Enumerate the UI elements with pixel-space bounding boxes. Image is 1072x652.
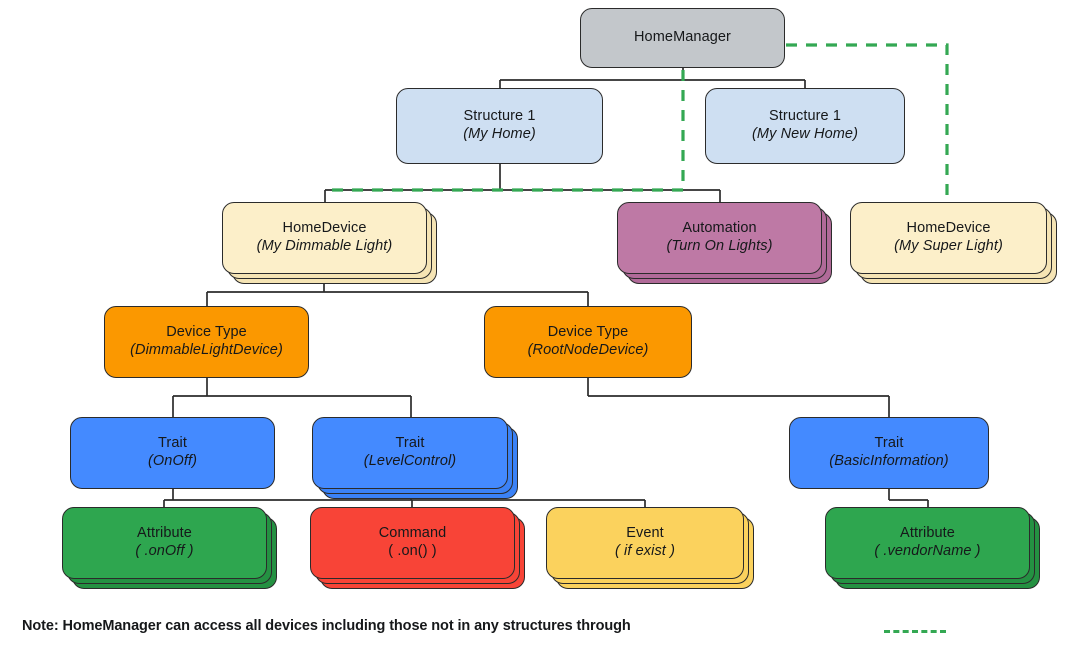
structure-my-home-node[interactable]: Structure 1(My Home) bbox=[396, 88, 603, 164]
trait-basicinformation-node-secondary-label: (BasicInformation) bbox=[829, 453, 949, 469]
command-on-node-secondary-label: ( .on() ) bbox=[388, 543, 437, 559]
attribute-vendorname-node-secondary-label: ( .vendorName ) bbox=[874, 543, 981, 559]
structure-my-new-home-node-secondary-label: (My New Home) bbox=[751, 126, 859, 142]
attribute-vendorname-node[interactable]: Attribute( .vendorName ) bbox=[825, 507, 1030, 579]
home-manager-node-primary-label: HomeManager bbox=[633, 29, 731, 46]
trait-levelcontrol-node[interactable]: Trait(LevelControl) bbox=[312, 417, 508, 489]
structure-my-home-node-secondary-label: (My Home) bbox=[463, 126, 536, 142]
trait-onoff-node-secondary-label: (OnOff) bbox=[147, 453, 198, 469]
event-if-exist-node-primary-label: Event bbox=[626, 525, 664, 542]
trait-onoff-node-primary-label: Trait bbox=[158, 435, 187, 452]
home-device-super-light-node-primary-label: HomeDevice bbox=[906, 220, 991, 237]
device-type-dimmable-light-device-node-primary-label: Device Type bbox=[166, 324, 247, 341]
trait-onoff-node[interactable]: Trait(OnOff) bbox=[70, 417, 275, 489]
dashed-access-path-right bbox=[786, 43, 949, 200]
device-type-root-node-device-node-primary-label: Device Type bbox=[547, 324, 629, 341]
structure-my-home-node-primary-label: Structure 1 bbox=[463, 108, 536, 125]
device-type-dimmable-light-device-node[interactable]: Device Type(DimmableLightDevice) bbox=[104, 306, 309, 378]
attribute-onoff-node-primary-label: Attribute bbox=[137, 525, 192, 542]
command-on-node[interactable]: Command( .on() ) bbox=[310, 507, 515, 579]
trait-levelcontrol-node-secondary-label: (LevelControl) bbox=[363, 453, 457, 469]
attribute-vendorname-node-primary-label: Attribute bbox=[900, 525, 955, 542]
structure-my-new-home-node[interactable]: Structure 1(My New Home) bbox=[705, 88, 905, 164]
device-type-root-node-device-node-secondary-label: (RootNodeDevice) bbox=[527, 342, 649, 358]
command-on-node-primary-label: Command bbox=[378, 525, 447, 542]
footer-note: Note: HomeManager can access all devices… bbox=[22, 618, 631, 634]
trait-levelcontrol-node-primary-label: Trait bbox=[395, 435, 425, 452]
home-manager-node[interactable]: HomeManager bbox=[580, 8, 785, 68]
trait-basicinformation-node[interactable]: Trait(BasicInformation) bbox=[789, 417, 989, 489]
event-if-exist-node-secondary-label: ( if exist ) bbox=[614, 543, 675, 559]
attribute-onoff-node-secondary-label: ( .onOff ) bbox=[135, 543, 194, 559]
home-device-super-light-node[interactable]: HomeDevice(My Super Light) bbox=[850, 202, 1047, 274]
home-device-super-light-node-secondary-label: (My Super Light) bbox=[894, 238, 1003, 254]
structure-my-new-home-node-primary-label: Structure 1 bbox=[768, 108, 842, 125]
device-type-dimmable-light-device-node-secondary-label: (DimmableLightDevice) bbox=[130, 342, 283, 358]
home-device-dimmable-light-node[interactable]: HomeDevice(My Dimmable Light) bbox=[222, 202, 427, 274]
footer-legend-dash-icon bbox=[884, 630, 946, 633]
dashed-access-path-left bbox=[325, 30, 685, 192]
home-device-dimmable-light-node-secondary-label: (My Dimmable Light) bbox=[256, 238, 393, 254]
automation-node[interactable]: Automation(Turn On Lights) bbox=[617, 202, 822, 274]
event-if-exist-node[interactable]: Event( if exist ) bbox=[546, 507, 744, 579]
device-type-root-node-device-node[interactable]: Device Type(RootNodeDevice) bbox=[484, 306, 692, 378]
automation-node-primary-label: Automation bbox=[682, 220, 757, 237]
automation-node-secondary-label: (Turn On Lights) bbox=[666, 238, 773, 254]
attribute-onoff-node[interactable]: Attribute( .onOff ) bbox=[62, 507, 267, 579]
trait-basicinformation-node-primary-label: Trait bbox=[874, 435, 904, 452]
home-device-dimmable-light-node-primary-label: HomeDevice bbox=[282, 220, 367, 237]
